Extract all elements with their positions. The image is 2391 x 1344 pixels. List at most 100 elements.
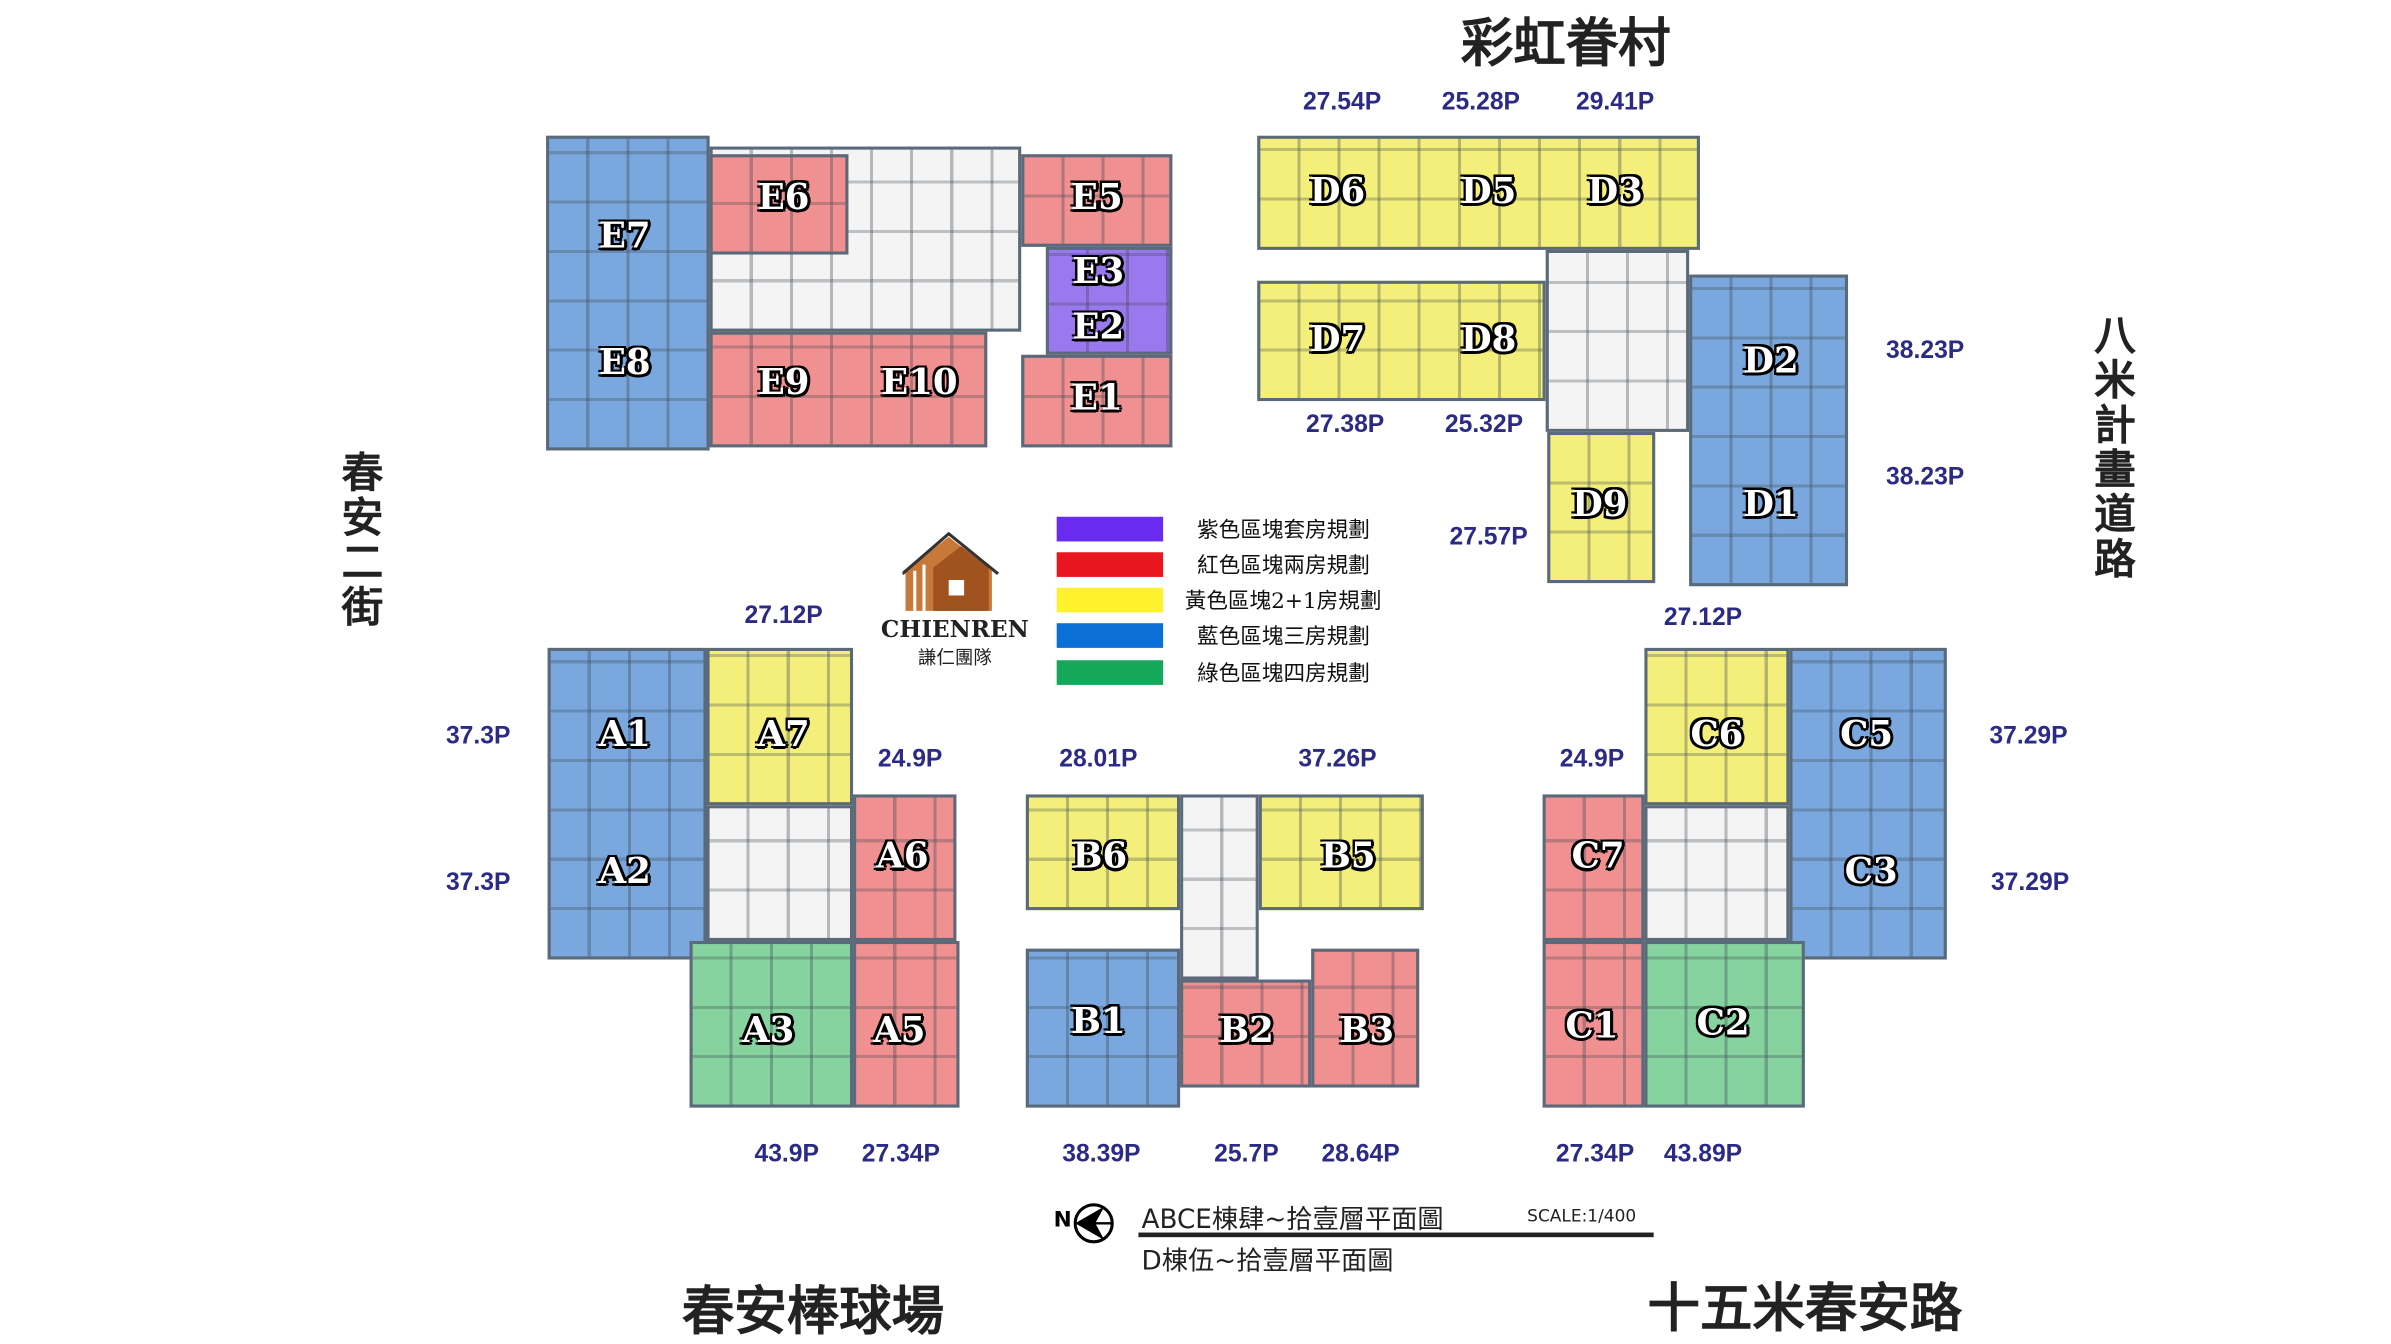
unit-block-e6 — [709, 154, 849, 255]
area-label: 28.01P — [1059, 746, 1138, 773]
legend-label: 藍色區塊三房規劃 — [1197, 624, 1370, 650]
unit-block-c2 — [1644, 940, 1805, 1108]
unit-label: A5 — [873, 1009, 926, 1052]
core-a — [706, 805, 854, 941]
unit-label: D1 — [1743, 483, 1799, 526]
area-label: 38.23P — [1886, 464, 1965, 491]
area-label: 27.12P — [1663, 604, 1743, 631]
unit-label: E10 — [881, 361, 958, 404]
street-south-left: 春安棒球場 — [681, 1281, 945, 1343]
area-label: 27.57P — [1449, 524, 1528, 551]
legend-swatch-yellow — [1056, 587, 1164, 613]
unit-block-e1 — [1021, 354, 1173, 448]
unit-block-a1-a2 — [547, 647, 707, 960]
area-label: 43.89P — [1663, 1141, 1743, 1168]
unit-block-e9-e10 — [709, 331, 988, 448]
area-label: 25.28P — [1441, 89, 1521, 116]
unit-label: C7 — [1571, 835, 1625, 877]
north-compass-icon — [1073, 1203, 1114, 1244]
plan-scale: SCALE:1/400 — [1527, 1206, 1637, 1227]
unit-block-a6 — [853, 794, 957, 941]
area-label: 25.32P — [1444, 411, 1524, 439]
area-label: 37.3P — [445, 723, 511, 750]
unit-block-d7-d8 — [1257, 280, 1546, 402]
unit-label: E7 — [598, 215, 651, 257]
area-label: 25.7P — [1214, 1141, 1279, 1168]
unit-block-a3 — [689, 940, 854, 1108]
legend-label: 紫色區塊套房規劃 — [1197, 518, 1370, 543]
unit-block-b5 — [1258, 794, 1424, 911]
area-label: 37.3P — [445, 870, 511, 897]
logo-name: CHIENREN — [880, 615, 1029, 644]
legend-label: 紅色區塊兩房規劃 — [1197, 553, 1370, 579]
unit-block-d6-d5-d3 — [1257, 135, 1700, 250]
unit-label: C1 — [1565, 1005, 1619, 1047]
core-d — [1545, 249, 1690, 432]
plan-title-line1: ABCE棟肆~拾壹層平面圖 — [1141, 1204, 1444, 1236]
unit-label: C2 — [1696, 1001, 1750, 1044]
area-label: 27.34P — [1555, 1141, 1635, 1168]
unit-label: B6 — [1072, 835, 1128, 877]
legend-swatch-red — [1056, 552, 1164, 577]
unit-label: D6 — [1309, 170, 1366, 213]
area-label: 27.54P — [1302, 89, 1382, 116]
unit-block-c5-c3 — [1789, 647, 1947, 960]
street-east: 八米計畫道路 — [2086, 313, 2135, 582]
unit-label: E5 — [1070, 176, 1123, 219]
unit-label: D7 — [1309, 318, 1366, 361]
unit-label: A6 — [876, 835, 929, 877]
north-letter: N — [1053, 1207, 1072, 1233]
unit-block-a5 — [853, 940, 960, 1108]
legend-swatch-purple — [1056, 516, 1164, 542]
unit-label: E8 — [598, 341, 651, 384]
unit-block-b6 — [1025, 794, 1181, 911]
unit-label: B5 — [1320, 835, 1376, 877]
unit-block-e5 — [1021, 154, 1173, 247]
street-south-right: 十五米春安路 — [1647, 1278, 1963, 1340]
unit-label: B3 — [1339, 1009, 1395, 1052]
house-logo-icon — [902, 531, 1000, 611]
area-label: 37.29P — [1990, 870, 2070, 897]
area-label: 38.39P — [1062, 1141, 1141, 1168]
unit-label: A1 — [598, 713, 651, 756]
area-label: 37.29P — [1989, 723, 2068, 750]
area-label: 27.12P — [744, 603, 823, 630]
unit-label: D9 — [1571, 483, 1628, 526]
legend-label: 黃色區塊2+1房規劃 — [1184, 589, 1382, 614]
area-label: 28.64P — [1321, 1141, 1400, 1168]
unit-block-d9 — [1547, 431, 1656, 584]
unit-label: A7 — [757, 713, 810, 756]
unit-label: C3 — [1844, 850, 1898, 893]
core-b — [1180, 794, 1259, 980]
unit-label: E3 — [1072, 250, 1125, 293]
core-c — [1644, 805, 1790, 941]
unit-label: A3 — [742, 1009, 795, 1052]
legend-label: 綠色區塊四房規劃 — [1197, 661, 1370, 687]
unit-block-e3-e2 — [1045, 246, 1173, 355]
unit-label: B2 — [1219, 1009, 1274, 1052]
legend-swatch-green — [1056, 660, 1164, 685]
street-north: 彩虹眷村 — [1460, 13, 1671, 75]
area-label: 37.26P — [1298, 746, 1377, 773]
logo-subtitle: 謙仁團隊 — [917, 647, 992, 669]
area-label: 24.9P — [877, 746, 943, 773]
area-label: 38.23P — [1886, 337, 1965, 365]
unit-block-b3 — [1311, 948, 1420, 1088]
unit-block-b2 — [1180, 979, 1312, 1088]
unit-label: D5 — [1460, 170, 1517, 213]
plan-title-divider — [1138, 1232, 1654, 1238]
unit-block-c6 — [1644, 647, 1790, 806]
unit-label: D2 — [1743, 340, 1799, 382]
unit-label: E1 — [1070, 377, 1123, 419]
unit-block-c7 — [1542, 794, 1645, 941]
unit-block-d2-d1 — [1689, 274, 1849, 587]
unit-label: D8 — [1460, 318, 1517, 361]
unit-block-c1 — [1542, 940, 1645, 1108]
unit-label: D3 — [1587, 170, 1643, 213]
area-label: 29.41P — [1575, 89, 1655, 116]
unit-label: E6 — [757, 176, 810, 219]
unit-label: C6 — [1690, 713, 1744, 756]
unit-label: C5 — [1840, 713, 1894, 756]
unit-label: A2 — [598, 850, 651, 893]
